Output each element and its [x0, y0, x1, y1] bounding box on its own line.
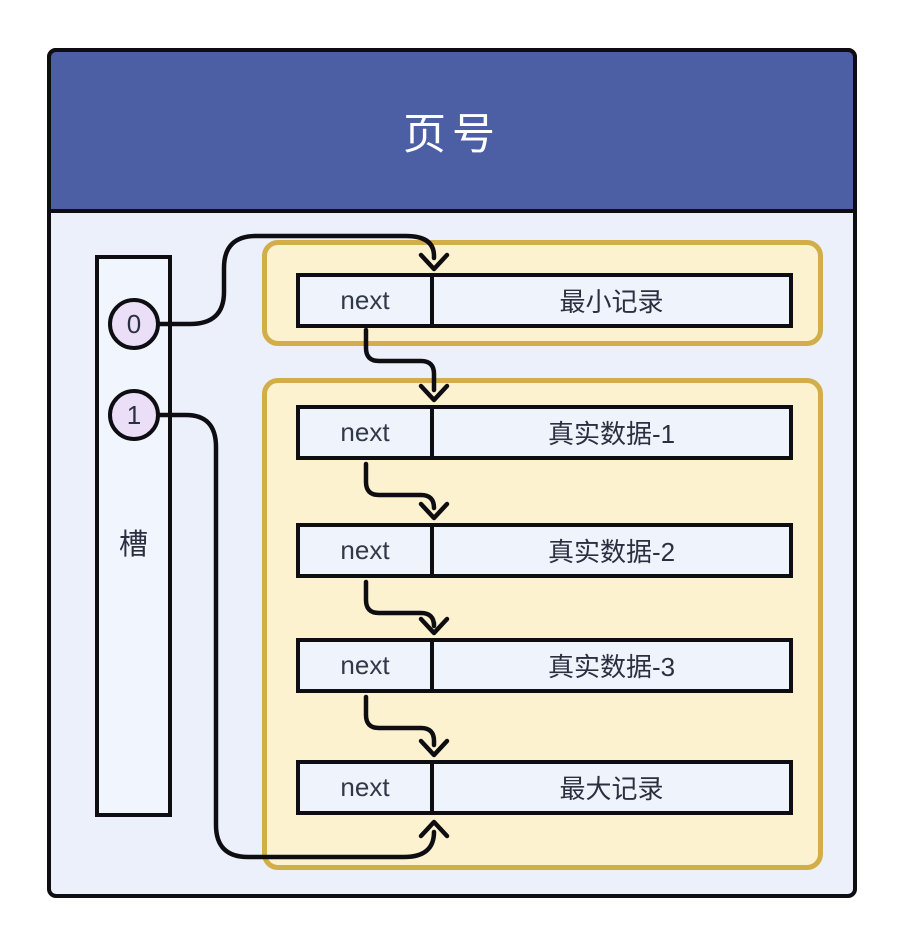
record-row-data-3: next 真实数据-3: [296, 638, 793, 693]
record-label: 最大记录: [559, 774, 664, 804]
slot-circle-1: 1: [108, 389, 160, 441]
page-header: 页号: [47, 48, 857, 213]
slot-circle-0: 0: [108, 298, 160, 350]
slot-0-value: 0: [126, 308, 142, 339]
slot-column-label: 槽: [118, 529, 148, 561]
slot-1-value: 1: [126, 399, 142, 430]
next-pointer-cell: next: [300, 277, 434, 324]
record-row-data-2: next 真实数据-2: [296, 523, 793, 578]
record-row-data-1: next 真实数据-1: [296, 405, 793, 460]
record-row-min: next 最小记录: [296, 273, 793, 328]
next-pointer-cell: next: [300, 642, 434, 689]
record-label: 真实数据-1: [547, 419, 676, 449]
record-label: 真实数据-2: [547, 537, 676, 567]
next-pointer-cell: next: [300, 409, 434, 456]
page-title: 页号: [403, 110, 501, 159]
record-label: 真实数据-3: [547, 652, 676, 682]
next-pointer-cell: next: [300, 527, 434, 574]
next-pointer-cell: next: [300, 764, 434, 811]
record-label: 最小记录: [559, 287, 664, 317]
record-row-max: next 最大记录: [296, 760, 793, 815]
